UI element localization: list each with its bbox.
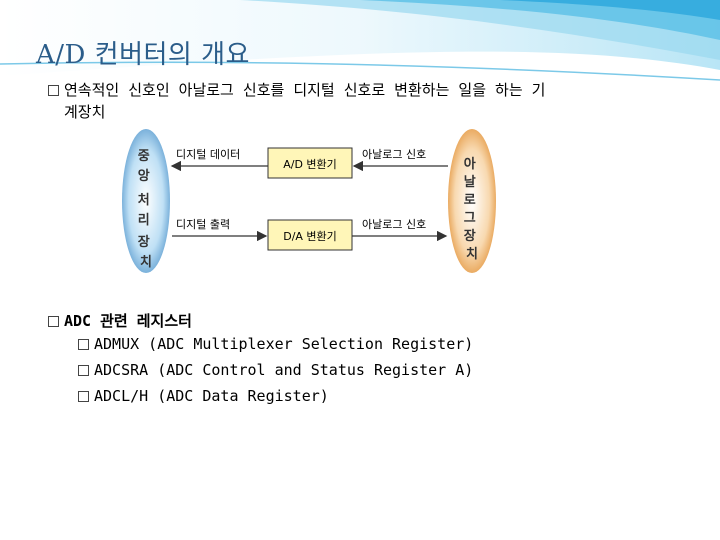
register-item: ADCL/H (ADC Data Register): [78, 387, 329, 405]
register-adcl-h: ADCL/H (ADC Data Register): [94, 387, 329, 405]
ad-converter-box: [267, 147, 353, 179]
square-bullet-icon: [48, 85, 59, 96]
cpu-label-char-1: 중: [138, 149, 150, 164]
cpu-label-char-3: 처: [138, 192, 150, 208]
header-banner: [0, 0, 720, 81]
digital-output-label: 디지털 출력: [176, 218, 230, 231]
square-bullet-icon: [48, 316, 59, 327]
ad-da-diagram: 중 앙 처 리 장 치 아 날 로 그 장 치 A/D 변환기 D/A 변환기 …: [118, 124, 510, 278]
digital-data-label: 디지털 데이터: [176, 148, 240, 161]
bullet-item-2: ADC 관련 레지스터: [48, 310, 192, 331]
analog-label-char-4: 그: [464, 211, 476, 226]
slide-title: A/D 컨버터의 개요: [36, 40, 250, 70]
square-bullet-icon: [78, 391, 89, 402]
da-converter-label: D/A 변환기: [283, 230, 337, 243]
analog-signal-bottom-label: 아날로그 신호: [362, 218, 426, 231]
da-converter-box: [267, 219, 353, 251]
cpu-label-char-6: 치: [140, 254, 152, 270]
square-bullet-icon: [78, 339, 89, 350]
register-item: ADMUX (ADC Multiplexer Selection Registe…: [78, 335, 473, 353]
cpu-label-char-4: 리: [138, 212, 150, 228]
section-2-heading: ADC 관련 레지스터: [64, 312, 192, 330]
analog-device-oval: [448, 129, 496, 273]
cpu-label-char-2: 앙: [138, 168, 150, 184]
square-bullet-icon: [78, 365, 89, 376]
analog-label-char-1: 아: [464, 156, 476, 172]
cpu-label-char-5: 장: [138, 234, 150, 250]
cpu-oval: [122, 129, 170, 273]
bullet-1-text: 연속적인 신호인 아날로그 신호를 디지털 신호로 변환하는 일을 하는 기: [64, 81, 546, 99]
analog-device-label: 아 날 로 그 장 치: [464, 156, 481, 262]
cpu-label: 중 앙 처 리 장 치: [138, 149, 155, 270]
analog-label-char-2: 날: [464, 175, 476, 190]
register-adcsra: ADCSRA (ADC Control and Status Register …: [94, 361, 474, 379]
bullet-item-1: 연속적인 신호인 아날로그 신호를 디지털 신호로 변환하는 일을 하는 기: [48, 79, 688, 101]
register-item: ADCSRA (ADC Control and Status Register …: [78, 361, 473, 379]
ad-converter-label: A/D 변환기: [283, 158, 337, 171]
analog-label-char-5: 장: [464, 228, 476, 244]
bullet-1-continuation: 계장치: [64, 103, 106, 121]
register-admux: ADMUX (ADC Multiplexer Selection Registe…: [94, 335, 474, 353]
analog-signal-top-label: 아날로그 신호: [362, 148, 426, 161]
analog-label-char-6: 치: [466, 246, 478, 262]
analog-label-char-3: 로: [464, 193, 476, 208]
